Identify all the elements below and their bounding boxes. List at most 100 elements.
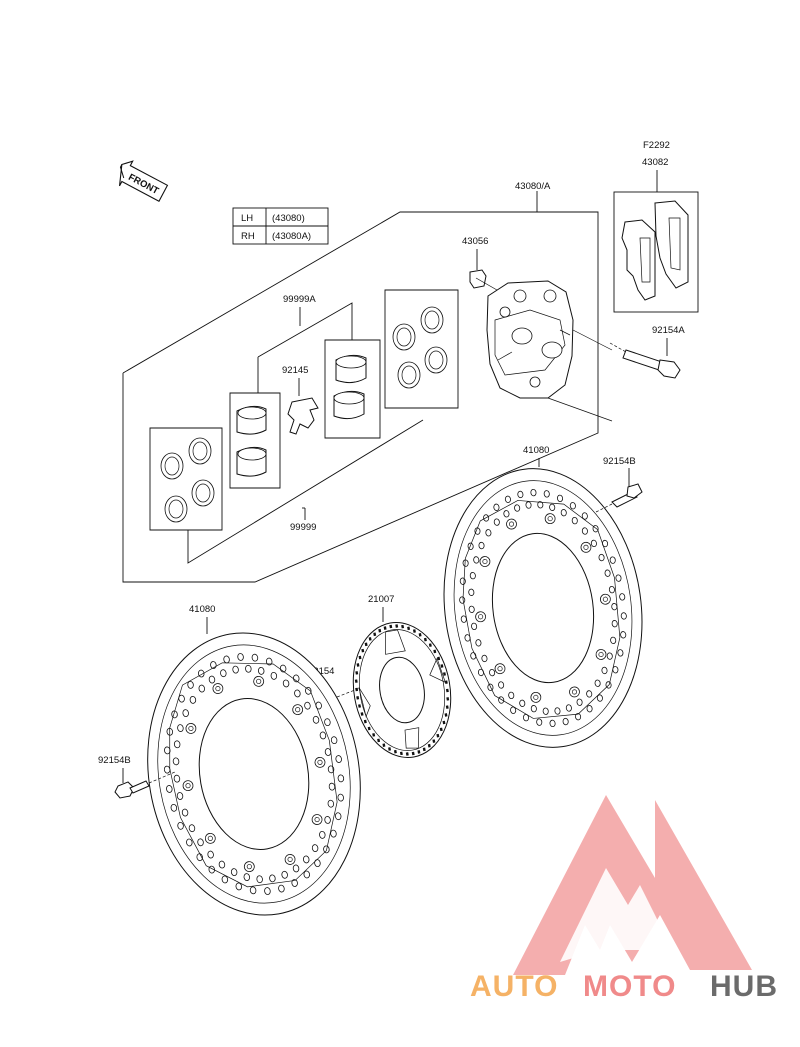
disc-rivet-center bbox=[185, 783, 191, 789]
rotor-tooth bbox=[437, 656, 441, 661]
disc-drill-hole bbox=[508, 691, 515, 700]
seal-kit-right-box bbox=[384, 289, 459, 409]
disc-drill-hole bbox=[560, 509, 567, 517]
disc-rivet bbox=[253, 675, 265, 687]
seal-kit-left-box bbox=[149, 427, 223, 531]
rotor-tooth bbox=[407, 626, 411, 631]
disc-drill-hole bbox=[530, 705, 537, 713]
disc-drill-hole bbox=[265, 657, 273, 666]
disc-drill-hole bbox=[243, 873, 251, 881]
disc-drill-hole bbox=[525, 501, 532, 509]
disc-drill-hole bbox=[467, 542, 474, 550]
disc-drill-hole bbox=[594, 679, 601, 687]
disc-drill-hole bbox=[485, 529, 492, 537]
disc-drill-hole bbox=[571, 516, 578, 525]
rotor-tooth bbox=[373, 632, 377, 637]
disc-drill-hole bbox=[173, 774, 181, 783]
disc-rivet-center bbox=[287, 856, 293, 862]
disc-drill-hole bbox=[602, 539, 609, 548]
disc-rivet-center bbox=[314, 816, 320, 823]
rotor-tooth bbox=[439, 727, 443, 732]
disc-drill-hole bbox=[598, 553, 605, 562]
disc-drill-hole bbox=[324, 718, 331, 727]
disc-drill-hole bbox=[337, 793, 344, 802]
disc-drill-hole bbox=[562, 717, 569, 726]
disc-rivet bbox=[506, 518, 517, 530]
disc-drill-hole bbox=[608, 585, 615, 594]
rotor-tooth bbox=[423, 637, 427, 642]
disc-drill-hole bbox=[218, 860, 226, 869]
disc-drill-hole bbox=[471, 622, 478, 631]
disc-drill-hole bbox=[328, 782, 336, 791]
disc-drill-hole bbox=[198, 684, 205, 693]
disc-rivet-center bbox=[508, 521, 515, 527]
rotor-tooth bbox=[395, 624, 399, 628]
disc-rivet-center bbox=[497, 666, 503, 672]
bleeder-valve bbox=[469, 269, 498, 291]
disc-drill-hole bbox=[569, 502, 576, 510]
rotor-tooth bbox=[399, 751, 403, 756]
rotor-tooth bbox=[444, 680, 448, 684]
disc-drill-hole bbox=[256, 875, 263, 884]
table-row-lh-side: LH bbox=[241, 213, 253, 224]
disc-drill-hole bbox=[530, 488, 537, 497]
rotor-tooth bbox=[382, 743, 386, 747]
disc-drill-hole bbox=[475, 639, 482, 647]
rotor-tooth bbox=[361, 648, 365, 653]
disc-drill-hole bbox=[237, 653, 244, 661]
disc-rivet bbox=[569, 686, 580, 698]
disc-rivet bbox=[544, 513, 556, 525]
piston-kit-left-box bbox=[229, 392, 281, 489]
disc-drill-hole bbox=[473, 556, 480, 564]
label-41080-left: 41080 bbox=[189, 604, 215, 615]
disc-drill-hole bbox=[489, 668, 496, 677]
disc-drill-hole bbox=[554, 707, 561, 715]
disc-drill-hole bbox=[270, 671, 278, 680]
label-92154: 92154 bbox=[308, 666, 334, 677]
label-f2292: F2292 bbox=[643, 140, 670, 151]
label-92154a: 92154A bbox=[652, 325, 685, 336]
disc-drill-hole bbox=[474, 527, 481, 535]
disc-drill-hole bbox=[188, 824, 196, 833]
disc-drill-hole bbox=[503, 510, 510, 518]
disc-bolt-right bbox=[595, 483, 643, 513]
disc-drill-hole bbox=[581, 527, 588, 535]
rotor-tooth bbox=[432, 739, 436, 743]
rotor-tooth bbox=[433, 649, 437, 654]
label-41080-right: 41080 bbox=[523, 445, 549, 456]
disc-drill-hole bbox=[292, 864, 300, 873]
disc-drill-hole bbox=[291, 879, 298, 887]
rotor-tooth bbox=[356, 663, 360, 667]
label-43082: 43082 bbox=[642, 157, 668, 168]
disc-drill-hole bbox=[334, 812, 342, 821]
disc-drill-hole bbox=[493, 503, 500, 511]
brake-disc-right bbox=[443, 468, 643, 748]
label-43056: 43056 bbox=[462, 236, 488, 247]
disc-drill-hole bbox=[549, 503, 556, 511]
rotor-tooth bbox=[377, 738, 381, 743]
disc-drill-hole bbox=[478, 541, 485, 550]
rotor-tooth bbox=[388, 747, 392, 751]
rotor-tooth bbox=[367, 726, 371, 731]
automotohub-logo bbox=[513, 795, 752, 975]
disc-rivet-center bbox=[571, 689, 578, 695]
disc-rivet bbox=[314, 756, 326, 768]
rotor-tooth bbox=[427, 743, 431, 748]
disc-drill-hole bbox=[610, 636, 617, 644]
rotor-tooth bbox=[363, 719, 367, 724]
disc-drill-hole bbox=[166, 785, 173, 793]
rotor-tooth bbox=[354, 679, 358, 683]
disc-drill-hole bbox=[176, 792, 184, 800]
disc-drill-hole bbox=[549, 719, 556, 728]
disc-drill-hole bbox=[620, 631, 627, 639]
rotor-tooth bbox=[389, 624, 393, 629]
disc-drill-hole bbox=[269, 874, 276, 883]
disc-drill-hole bbox=[251, 653, 259, 662]
disc-drill-hole bbox=[619, 593, 626, 601]
disc-rivet-center bbox=[482, 558, 488, 565]
disc-rivet bbox=[595, 649, 607, 660]
rotor-tooth bbox=[360, 712, 364, 716]
disc-drill-hole bbox=[519, 699, 526, 707]
disc-drill-hole bbox=[586, 690, 593, 698]
disc-drill-hole bbox=[303, 855, 310, 864]
